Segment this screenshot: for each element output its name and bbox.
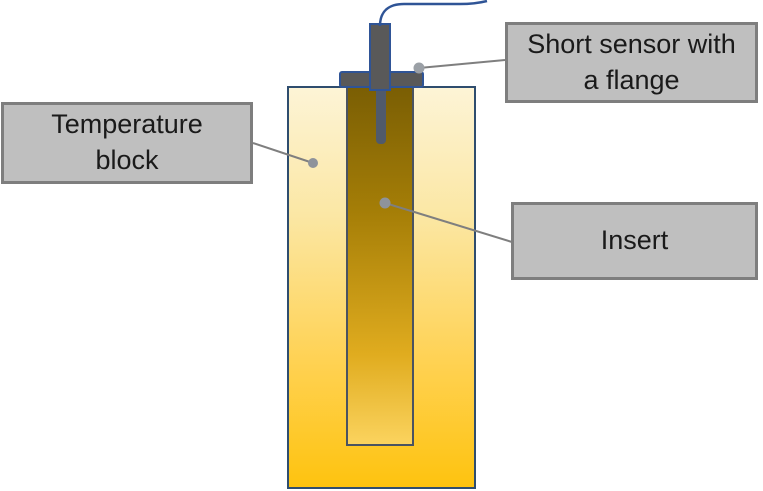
sensor-body — [369, 23, 391, 91]
short-sensor-label-line2: a flange — [583, 64, 680, 95]
short-sensor-label-line1: Short sensor with — [527, 28, 736, 59]
short-sensor-label: Short sensor with a flange — [505, 22, 758, 103]
insert-shape — [346, 87, 414, 446]
insert-label: Insert — [511, 202, 758, 280]
temperature-block-label: Temperature block — [1, 102, 253, 184]
sensor-rod — [376, 87, 386, 144]
short-sensor-leader-line — [418, 59, 506, 69]
sensor-cable — [378, 0, 488, 27]
insert-label-line1: Insert — [600, 225, 669, 256]
temperature-block-label-line1: Temperature — [51, 109, 203, 140]
temperature-block-label-line2: block — [95, 145, 159, 175]
